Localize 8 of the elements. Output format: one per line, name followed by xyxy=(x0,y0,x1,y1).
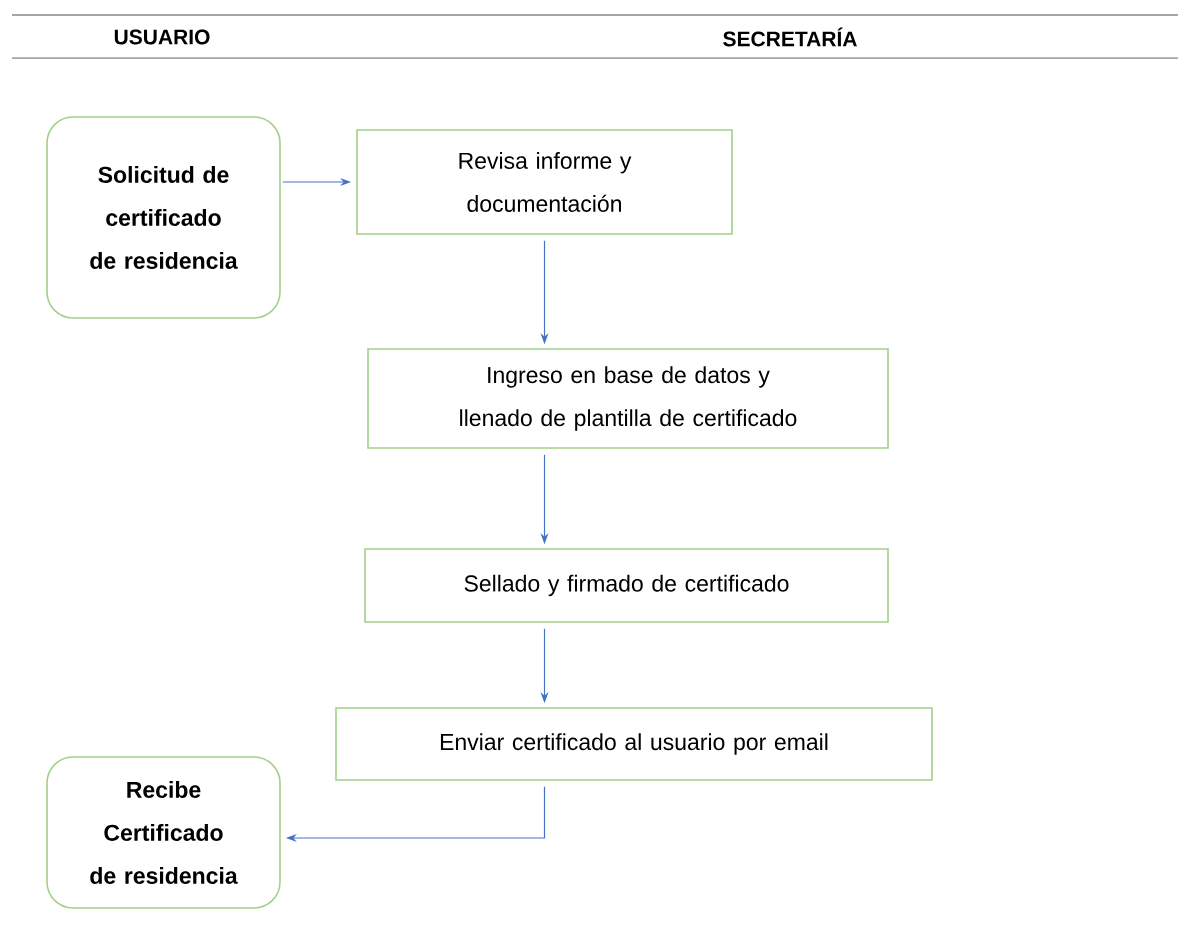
process-box: Revisa informe y documentación xyxy=(356,129,733,235)
rounded-box: Solicitud de certificado de residencia xyxy=(46,116,281,319)
column-header: SECRETARÍA xyxy=(723,27,857,47)
process-box: Sellado y firmado de certificado xyxy=(364,548,889,623)
process-box: Enviar certificado al usuario por email xyxy=(335,707,933,781)
rounded-box: Recibe Certificado de residencia xyxy=(46,756,281,909)
column-header: USUARIO xyxy=(114,29,210,45)
process-box: Ingreso en base de datos y llenado de plantilla de certificado xyxy=(367,348,889,449)
